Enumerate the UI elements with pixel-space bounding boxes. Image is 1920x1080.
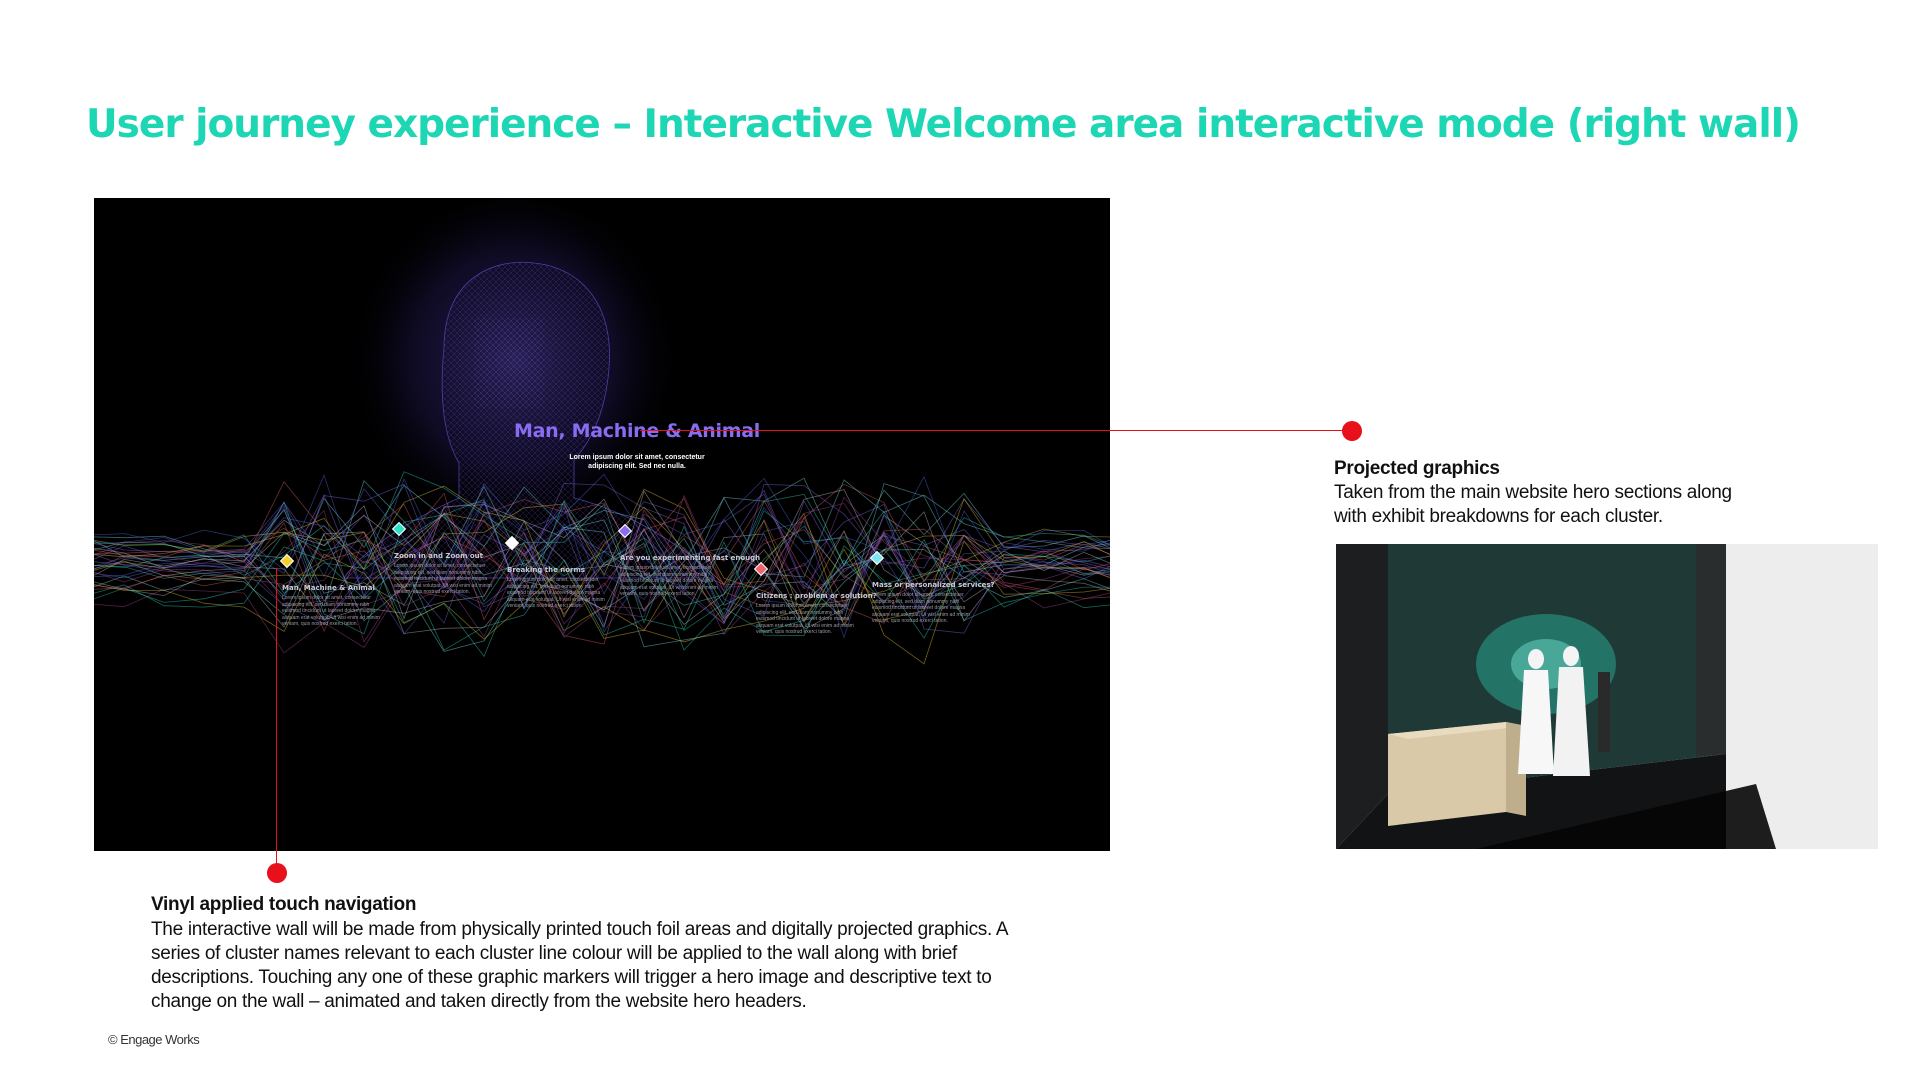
cluster-line	[94, 483, 1110, 621]
cluster-zoom-in-zoom-out[interactable]: Zoom in and Zoom out Lorem ipsum dolor s…	[391, 521, 494, 596]
cluster-line	[94, 477, 1110, 597]
description-line: Taken from the main website hero section…	[1334, 482, 1732, 503]
hero-subtitle-line: adipiscing elit. Sed nec nulla.	[588, 463, 686, 470]
vinyl-navigation-description: The interactive wall will be made from p…	[151, 918, 1009, 1014]
description-line: descriptions. Touching any one of these …	[151, 967, 992, 988]
wall-render-image: Man, Machine & Animal Lorem ipsum dolor …	[94, 198, 1110, 851]
room-render-graphic	[1336, 544, 1878, 849]
cluster-line	[94, 503, 1110, 634]
visitor-figures	[1518, 646, 1610, 776]
cluster-name: Citizens : problem or solution?	[756, 592, 877, 600]
cluster-line	[94, 471, 1110, 606]
vinyl-navigation-title: Vinyl applied touch navigation	[151, 894, 417, 915]
cluster-line	[94, 505, 1110, 635]
cluster-description: Lorem ipsum dolor sit amet, consectetur …	[282, 595, 380, 627]
callout-line-vinyl	[276, 568, 277, 868]
cluster-description: Lorem ipsum dolor sit amet, consectetuer…	[756, 603, 854, 635]
cluster-line	[94, 516, 1110, 610]
cluster-line	[94, 514, 1110, 634]
cluster-name: Man, Machine & Animal	[282, 584, 375, 592]
cluster-man-machine-animal[interactable]: Man, Machine & Animal Lorem ipsum dolor …	[279, 553, 382, 628]
cluster-line	[94, 537, 1110, 654]
cluster-line	[94, 526, 1110, 652]
cluster-line	[94, 489, 1110, 629]
cluster-name: Are you experimenting fast enough	[620, 554, 761, 562]
cluster-line	[94, 488, 1110, 607]
description-line: The interactive wall will be made from p…	[151, 919, 1009, 940]
cluster-description: Lorem ipsum dolor sit amet, consectetuer…	[872, 592, 970, 624]
cluster-line	[94, 479, 1110, 612]
cluster-line	[94, 501, 1110, 639]
callout-dot-vinyl	[267, 863, 287, 883]
cluster-description: Lorem ipsum dolor sit amet, consectetuer…	[620, 565, 718, 597]
cluster-line	[94, 485, 1110, 622]
head-silhouette	[343, 198, 715, 579]
copyright-footer: © Engage Works	[108, 1032, 200, 1047]
cluster-line	[94, 513, 1110, 625]
description-line: change on the wall – animated and taken …	[151, 991, 807, 1012]
hero-title: Man, Machine & Animal	[514, 420, 760, 442]
cluster-line	[94, 473, 1110, 586]
cluster-line	[94, 483, 1110, 624]
cluster-line	[94, 496, 1110, 630]
cluster-line	[94, 541, 1110, 651]
cluster-line	[94, 509, 1110, 643]
projected-graphics-description: Taken from the main website hero section…	[1334, 481, 1732, 529]
callout-dot-projected	[1342, 421, 1362, 441]
cluster-mass-personalized[interactable]: Mass or personalized services? Lorem ips…	[869, 550, 995, 625]
page-title: User journey experience – Interactive We…	[86, 102, 1801, 147]
cluster-line	[94, 498, 1110, 623]
cluster-line	[94, 530, 1110, 665]
network-lines-graphic	[94, 198, 1110, 665]
cluster-citizens[interactable]: Citizens : problem or solution? Lorem ip…	[753, 561, 877, 636]
cluster-breaking-the-norms[interactable]: Breaking the norms Lorem ipsum dolor sit…	[504, 535, 607, 610]
cluster-description: Lorem ipsum dolor sit amet, consectetuer…	[394, 563, 492, 595]
cluster-name: Zoom in and Zoom out	[394, 552, 483, 560]
cluster-line	[94, 508, 1110, 645]
cluster-line	[94, 499, 1110, 624]
hero-subtitle-line: Lorem ipsum dolor sit amet, consectetur	[569, 454, 705, 461]
cluster-line	[94, 481, 1110, 621]
callout-line-projected	[640, 430, 1352, 431]
cluster-name: Breaking the norms	[507, 566, 585, 574]
cluster-line	[94, 494, 1110, 618]
cluster-line	[94, 493, 1110, 627]
cluster-line	[94, 532, 1110, 658]
cluster-line	[94, 498, 1110, 635]
cluster-line	[94, 474, 1110, 612]
cluster-line	[94, 503, 1110, 624]
cluster-name: Mass or personalized services?	[872, 581, 995, 589]
cluster-experimenting-fast[interactable]: Are you experimenting fast enough Lorem …	[617, 523, 761, 598]
projected-graphics-title: Projected graphics	[1334, 458, 1500, 479]
cluster-line	[94, 489, 1110, 607]
description-line: with exhibit breakdowns for each cluster…	[1334, 506, 1663, 527]
cluster-line	[94, 500, 1110, 624]
room-visualization-image	[1336, 544, 1878, 849]
cluster-lines	[94, 471, 1110, 665]
description-line: series of cluster names relevant to each…	[151, 943, 957, 964]
hero-subtitle: Lorem ipsum dolor sit amet, consectetur …	[94, 453, 1110, 471]
cluster-line	[94, 512, 1110, 632]
cluster-description: Lorem ipsum dolor sit amet, consectetuer…	[507, 577, 605, 609]
